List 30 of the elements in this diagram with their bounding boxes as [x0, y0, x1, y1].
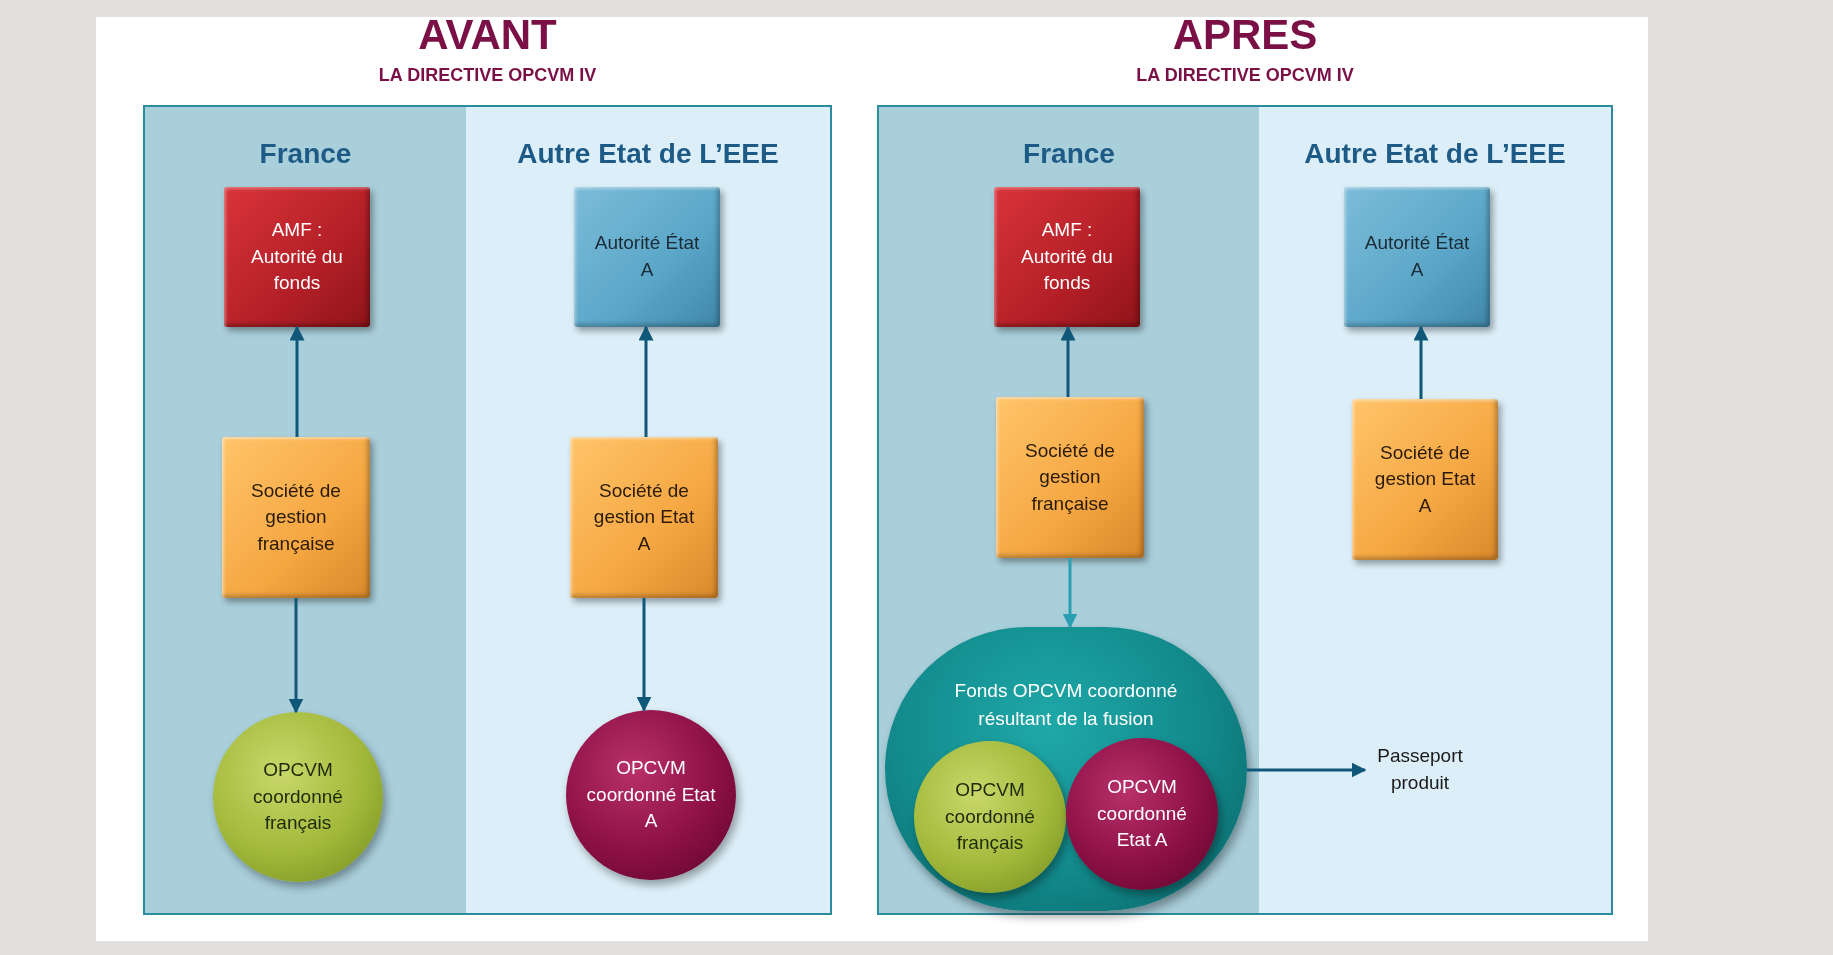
- section-subtitle: LA DIRECTIVE OPCVM IV: [378, 64, 597, 87]
- section-title: AVANT: [418, 10, 557, 60]
- passport-label: Passeport produit: [1365, 737, 1475, 803]
- section-title: APRES: [1172, 10, 1318, 60]
- column-heading: France: [1023, 137, 1115, 171]
- management-company-box: Société de gestion Etat A: [570, 437, 718, 598]
- arrow: [636, 598, 652, 712]
- arrow: [638, 325, 654, 437]
- arrow: [289, 325, 305, 437]
- arrow: [1062, 558, 1078, 629]
- management-company-box: Société de gestion française: [996, 397, 1144, 558]
- authority-box: AMF : Autorité du fonds: [224, 187, 370, 327]
- management-company-box: Société de gestion française: [222, 437, 370, 598]
- authority-box: Autorité État A: [1344, 187, 1490, 327]
- country-column: [1259, 107, 1611, 913]
- country-column: [466, 107, 830, 913]
- arrow: [1060, 325, 1076, 397]
- arrow: [1413, 325, 1429, 399]
- country-column: [145, 107, 466, 913]
- authority-box: Autorité État A: [574, 187, 720, 327]
- authority-box: AMF : Autorité du fonds: [994, 187, 1140, 327]
- column-heading: Autre Etat de L’EEE: [517, 137, 779, 171]
- arrow: [288, 598, 304, 714]
- section-subtitle: LA DIRECTIVE OPCVM IV: [1136, 64, 1354, 87]
- column-heading: France: [259, 137, 352, 171]
- column-heading: Autre Etat de L’EEE: [1304, 137, 1566, 171]
- management-company-box: Société de gestion Etat A: [1352, 399, 1498, 560]
- ellipse-heading: Fonds OPCVM coordonné résultant de la fusion: [953, 679, 1179, 731]
- arrow: [1247, 762, 1367, 778]
- country-column: [879, 107, 1259, 913]
